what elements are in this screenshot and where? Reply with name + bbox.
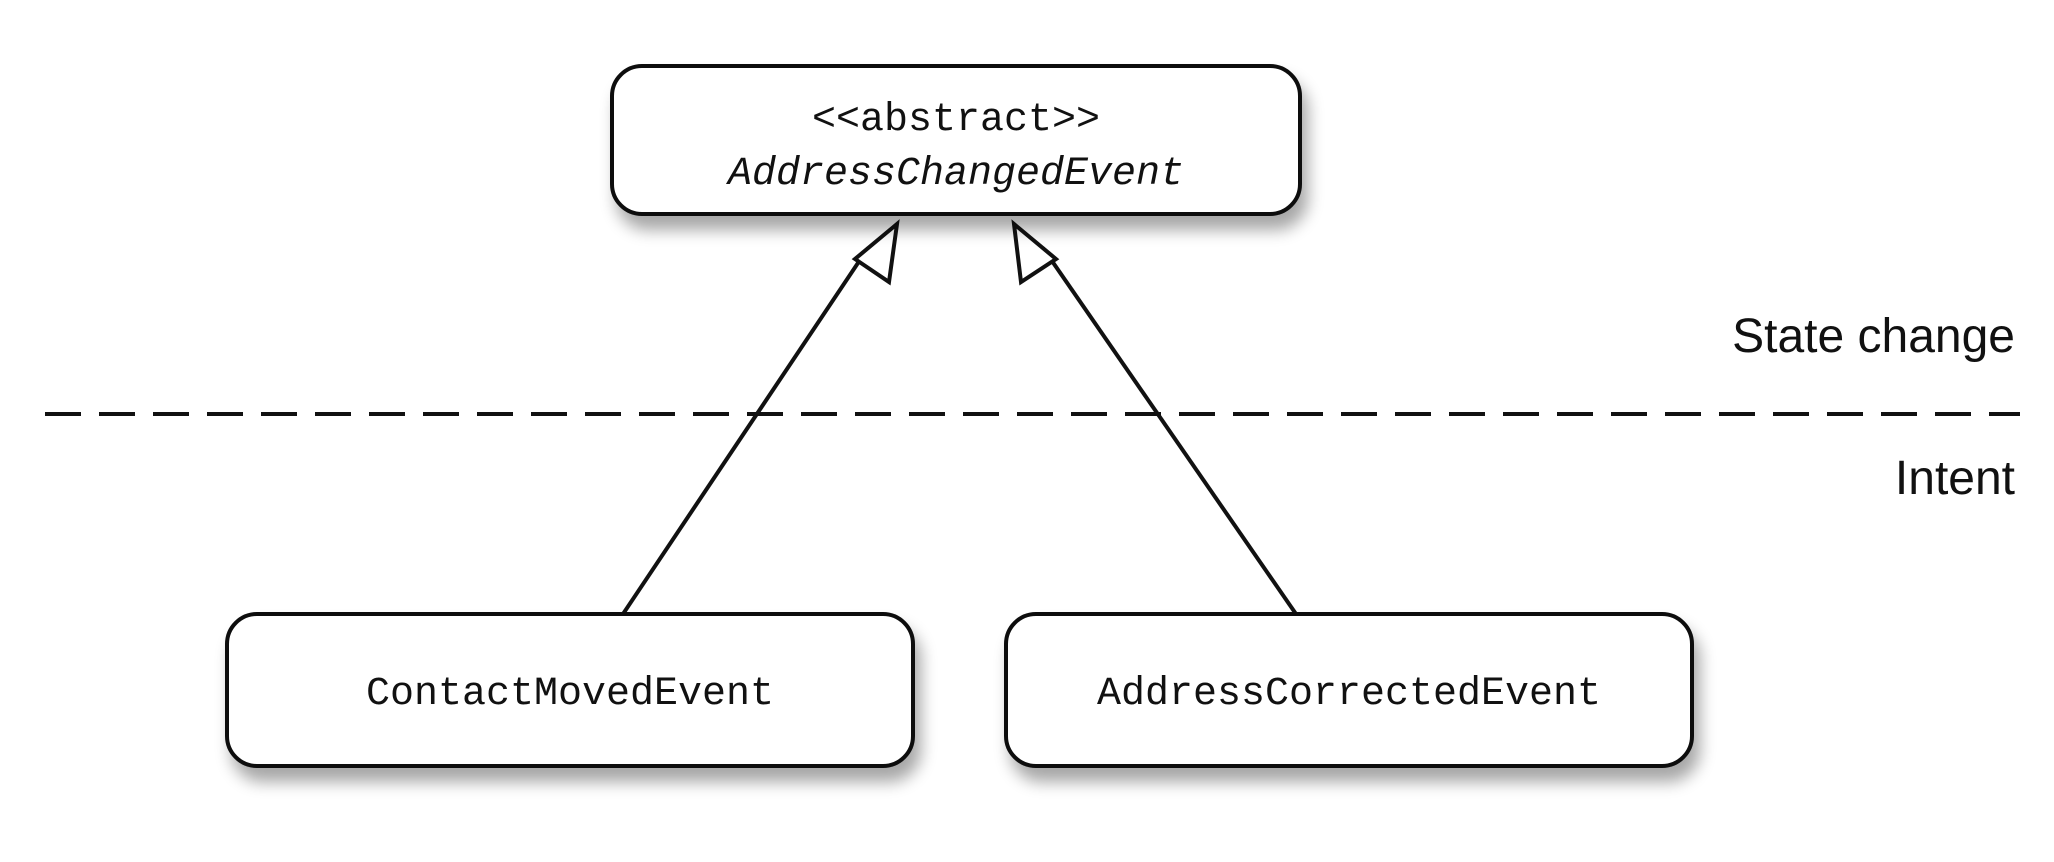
edge-contact-moved-to-parent — [621, 246, 870, 616]
class-name-contact-moved-event: ContactMovedEvent — [366, 672, 774, 717]
generalization-arrowhead-left — [851, 219, 900, 286]
class-name-address-corrected-event: AddressCorrectedEvent — [1097, 672, 1601, 717]
class-node-address-changed-event: <<abstract>> AddressChangedEvent — [610, 64, 1302, 216]
edge-address-corrected-to-parent — [1041, 246, 1298, 616]
region-label-state-change: State change — [1732, 310, 2015, 363]
class-name-address-changed-event: AddressChangedEvent — [725, 152, 1184, 197]
region-label-intent: Intent — [1895, 452, 2015, 505]
class-node-contact-moved-event: ContactMovedEvent — [225, 612, 915, 768]
stereotype-label: <<abstract>> — [812, 98, 1100, 143]
class-node-address-corrected-event: AddressCorrectedEvent — [1004, 612, 1694, 768]
generalization-arrowhead-right — [1011, 219, 1060, 286]
